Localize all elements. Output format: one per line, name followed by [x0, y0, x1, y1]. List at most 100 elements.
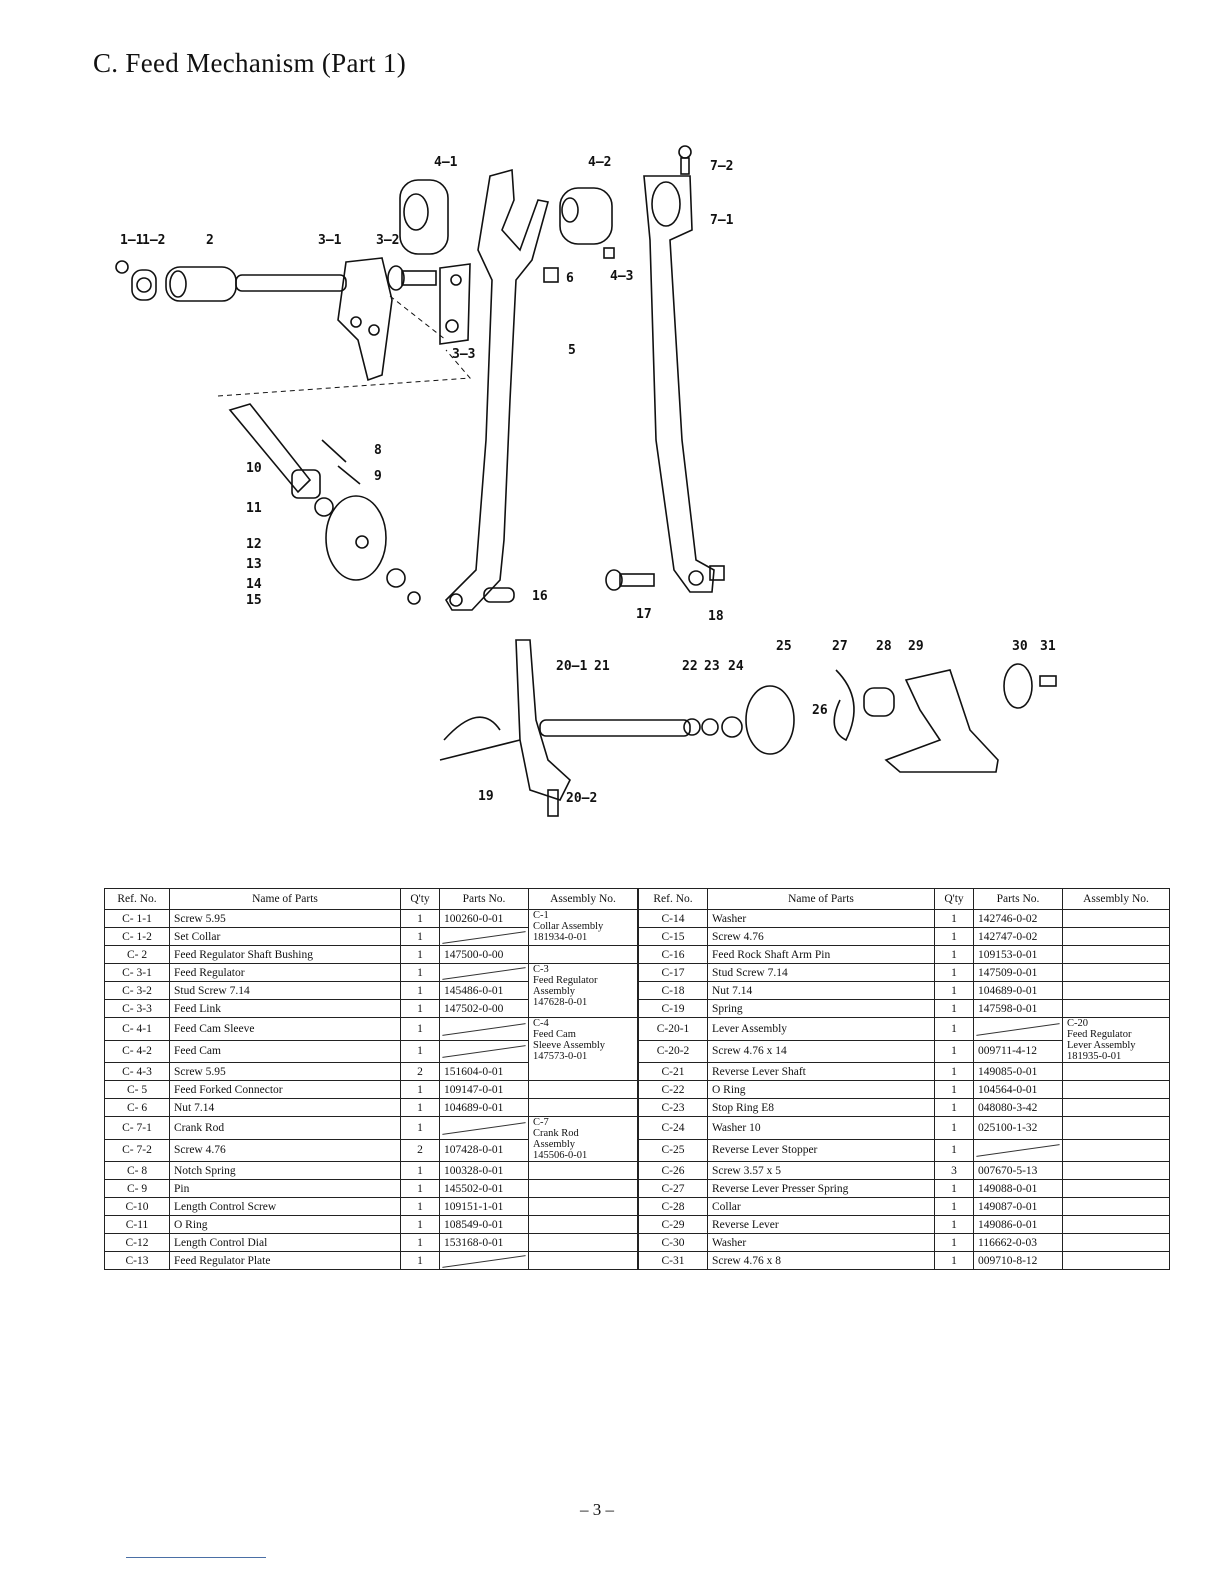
callout-label-3-2: 3–2: [376, 233, 399, 248]
callout-label-2: 2: [206, 233, 214, 248]
ref-no-cell: C- 3-1: [104, 963, 170, 982]
callout-label-27: 27: [832, 639, 848, 654]
qty-cell: 1: [934, 1039, 974, 1063]
qty-cell: 1: [400, 1116, 440, 1140]
parts-no-cell: 147598-0-01: [973, 999, 1063, 1018]
qty-cell: 1: [934, 963, 974, 982]
reverse-lever-shaft-part: [515, 639, 691, 801]
feed-cam-sleeve-part: [399, 179, 449, 255]
assembly-no-cell: [1062, 909, 1170, 928]
callout-label-14: 14: [246, 577, 262, 592]
callout-label-24: 24: [728, 659, 744, 674]
parts-no-cell: [439, 963, 529, 982]
name-cell: Feed Forked Connector: [169, 1080, 401, 1099]
forked-connector-part: [444, 168, 549, 611]
parts-no-cell: 100328-0-01: [439, 1161, 529, 1180]
qty-cell: 1: [934, 1197, 974, 1216]
assembly-no-cell: [1062, 1080, 1170, 1099]
callout-label-20-1: 20–1: [556, 659, 587, 674]
callout-label-7-2: 7–2: [710, 159, 733, 174]
qty-cell: 1: [934, 1017, 974, 1041]
length-control-screw-part: [228, 403, 321, 499]
qty-cell: 1: [934, 1138, 974, 1162]
name-cell: Feed Rock Shaft Arm Pin: [707, 945, 935, 964]
screw-20-2-part: [547, 789, 559, 817]
parts-no-cell: 149086-0-01: [973, 1215, 1063, 1234]
header-cell: Name of Parts: [169, 888, 401, 910]
ref-no-cell: C-22: [637, 1080, 708, 1099]
name-cell: Pin: [169, 1179, 401, 1198]
qty-cell: 1: [400, 1215, 440, 1234]
assembly-no-cell: [1062, 1062, 1170, 1081]
name-cell: Stud Screw 7.14: [707, 963, 935, 982]
name-cell: Reverse Lever Shaft: [707, 1062, 935, 1081]
name-cell: Screw 4.76 x 14: [707, 1039, 935, 1063]
qty-cell: 1: [934, 1062, 974, 1081]
assembly-no-cell: [1062, 1116, 1170, 1140]
presser-spring-27-part: [833, 669, 855, 742]
callout-label-6: 6: [566, 271, 574, 286]
qty-cell: 1: [934, 981, 974, 1000]
name-cell: Feed Regulator: [169, 963, 401, 982]
qty-cell: 1: [934, 1179, 974, 1198]
parts-no-cell: [439, 1116, 529, 1140]
assembly-no-cell: [1062, 1179, 1170, 1198]
parts-no-cell: 009710-8-12: [973, 1251, 1063, 1270]
name-cell: Screw 4.76: [707, 927, 935, 946]
callout-label-8: 8: [374, 443, 382, 458]
qty-cell: 1: [934, 1080, 974, 1099]
assembly-no-cell: [1062, 1215, 1170, 1234]
callout-label-4-3: 4–3: [610, 269, 633, 284]
parts-no-cell: [973, 1017, 1063, 1041]
parts-no-cell: 142746-0-02: [973, 909, 1063, 928]
ref-no-cell: C-10: [104, 1197, 170, 1216]
parts-no-cell: 025100-1-32: [973, 1116, 1063, 1140]
assembly-no-cell: [528, 1215, 639, 1234]
ref-no-cell: C- 1-2: [104, 927, 170, 946]
callout-label-9: 9: [374, 469, 382, 484]
parts-no-cell: 108549-0-01: [439, 1215, 529, 1234]
header-cell: Ref. No.: [104, 888, 170, 910]
stud-screw-17-part: [605, 569, 655, 591]
qty-cell: 1: [400, 1080, 440, 1099]
qty-cell: 1: [400, 1179, 440, 1198]
assembly-no-cell: [528, 945, 639, 964]
name-cell: Feed Link: [169, 999, 401, 1018]
assembly-no-cell: [1062, 927, 1170, 946]
callout-label-17: 17: [636, 607, 652, 622]
washers-22-24-part: [683, 716, 743, 738]
ref-no-cell: C-31: [637, 1251, 708, 1270]
name-cell: Screw 5.95: [169, 1062, 401, 1081]
callout-label-19: 19: [478, 789, 494, 804]
name-cell: Spring: [707, 999, 935, 1018]
o-ring-11-part: [314, 497, 334, 517]
name-cell: Length Control Dial: [169, 1233, 401, 1252]
assembly-no-cell: [528, 1233, 639, 1252]
assembly-no-cell: [1062, 1161, 1170, 1180]
name-cell: Stud Screw 7.14: [169, 981, 401, 1000]
qty-cell: 1: [400, 1017, 440, 1041]
ref-no-cell: C-30: [637, 1233, 708, 1252]
parts-no-cell: 147509-0-01: [973, 963, 1063, 982]
screw-1-1-part: [115, 260, 129, 274]
qty-cell: 1: [934, 1215, 974, 1234]
ref-no-cell: C- 4-3: [104, 1062, 170, 1081]
ref-no-cell: C-14: [637, 909, 708, 928]
callout-label-23: 23: [704, 659, 720, 674]
assembly-no-cell: [1062, 1251, 1170, 1270]
pin-9-part: [337, 465, 361, 485]
callout-label-16: 16: [532, 589, 548, 604]
assembly-no-cell: [1062, 1138, 1170, 1162]
screw-15-part: [407, 591, 421, 605]
stud-screw-3-2-part: [387, 265, 437, 291]
washer-30-part: [1003, 663, 1033, 709]
callout-label-12: 12: [246, 537, 262, 552]
